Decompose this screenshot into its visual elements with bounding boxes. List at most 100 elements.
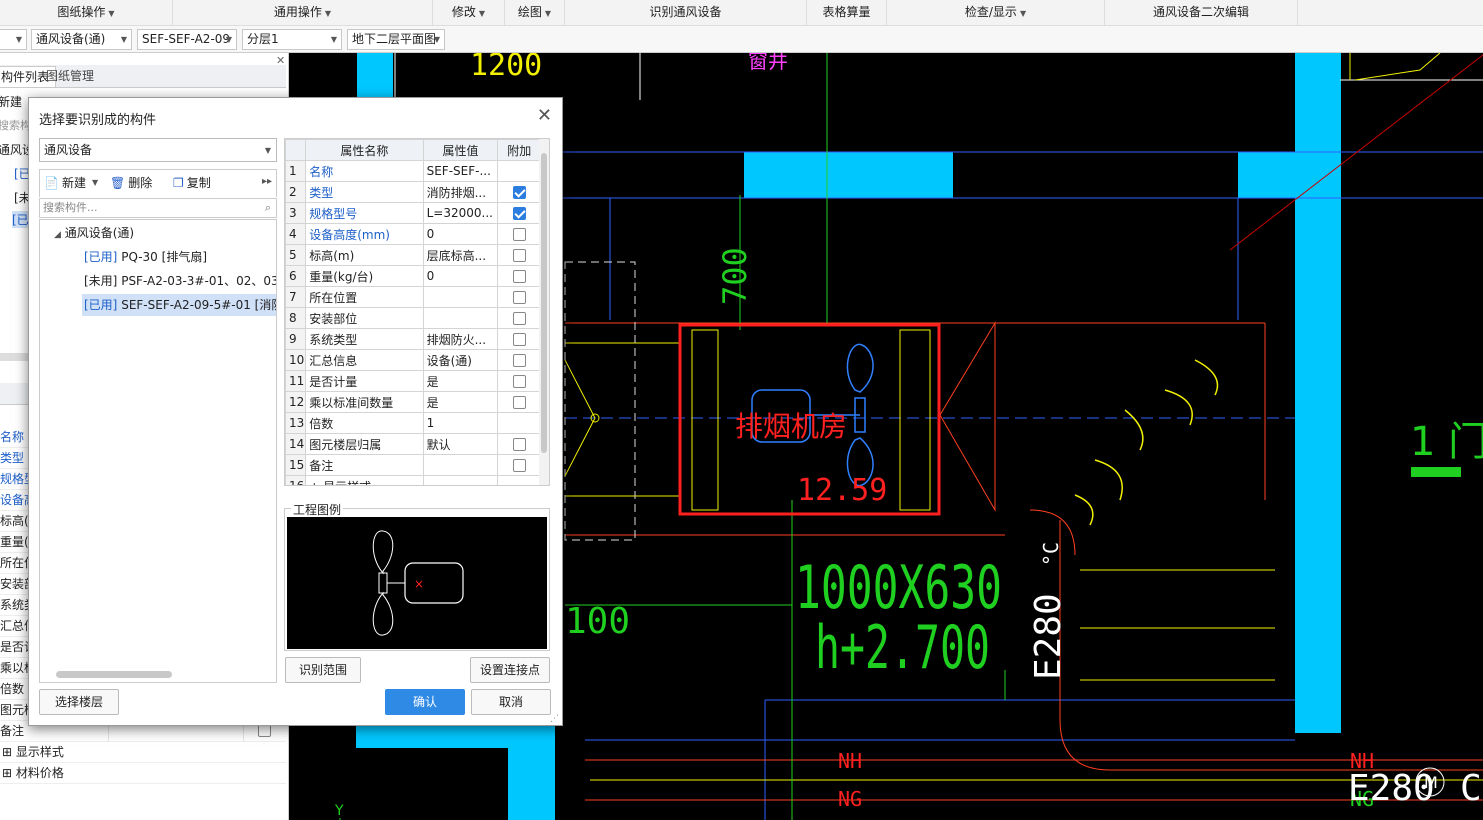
checkbox[interactable] — [512, 270, 526, 283]
property-value[interactable]: 设备(通) — [422, 349, 499, 371]
cancel-button[interactable]: 取消 — [471, 689, 551, 715]
property-value[interactable]: 是 — [422, 370, 499, 392]
toolbar-combo-0[interactable]: ▼ — [0, 29, 27, 50]
property-value[interactable]: 消防排烟... — [422, 181, 499, 203]
component-search-input[interactable]: 搜索构件...⌕ — [39, 198, 277, 218]
property-value[interactable]: SEF-SEF-... — [422, 160, 499, 182]
tree-item-selected[interactable]: [已用] SEF-SEF-A2-09-5#-01 [消防排 — [82, 294, 276, 316]
menu-vent-second-edit[interactable]: 通风设备二次编辑 — [1105, 0, 1298, 26]
checkbox[interactable] — [512, 228, 526, 241]
menu-check-display[interactable]: 检查/显示▼ — [887, 0, 1105, 26]
menu-table-calc[interactable]: 表格算量 — [807, 0, 887, 26]
left-tree-item[interactable]: [未 — [14, 191, 31, 205]
property-value[interactable]: 层底标高... — [422, 244, 499, 266]
property-value[interactable]: 默认 — [422, 433, 499, 455]
menu-common-ops[interactable]: 通用操作▼ — [173, 0, 433, 26]
menu-draw[interactable]: 绘图▼ — [505, 0, 565, 26]
layer-select[interactable]: 分层1▼ — [242, 29, 342, 50]
checkbox[interactable] — [512, 249, 526, 262]
property-value[interactable] — [422, 475, 499, 485]
property-value[interactable] — [422, 307, 499, 329]
vertical-scrollbar[interactable] — [541, 153, 547, 453]
identify-range-button[interactable]: 识别范围 — [285, 657, 361, 683]
confirm-button[interactable]: 确认 — [385, 689, 465, 715]
category-select[interactable]: 通风设备▼ — [39, 138, 277, 162]
tab-drawing-mgmt[interactable]: 图纸管理 — [40, 66, 100, 87]
duct-size-label: 1000X630 — [795, 553, 1002, 623]
left-new-label[interactable]: 新建 — [0, 95, 23, 109]
selected-equipment-box[interactable] — [678, 323, 941, 516]
new-button[interactable]: 📄新建▼ — [44, 170, 98, 196]
left-tree-root[interactable]: 通风设 — [0, 143, 35, 157]
property-value[interactable]: 0 — [422, 265, 499, 287]
red-line — [1059, 520, 1483, 771]
left-tree-item[interactable]: [已 — [14, 167, 31, 181]
checkbox[interactable] — [512, 354, 526, 367]
checkbox[interactable] — [512, 438, 526, 451]
property-value[interactable] — [422, 454, 499, 476]
checkbox[interactable] — [512, 459, 526, 472]
property-value[interactable]: 1 — [422, 412, 499, 434]
left-tab-strip — [0, 65, 286, 88]
button-label: 设置连接点 — [479, 663, 540, 677]
menu-drawing-ops[interactable]: 图纸操作▼ — [0, 0, 173, 26]
component-select[interactable]: SEF-SEF-A2-09▼ — [137, 29, 237, 50]
menu-modify[interactable]: 修改▼ — [433, 0, 505, 26]
cad-canvas[interactable]: 1200 窗井 700 排烟机房 12.59 1000X630 h+2.700 … — [290, 53, 1483, 820]
checkbox[interactable] — [512, 291, 526, 304]
checkbox[interactable] — [512, 396, 526, 409]
checkbox[interactable] — [512, 333, 526, 346]
more-icon[interactable]: ▸▸ — [261, 176, 272, 187]
checkbox-checked[interactable] — [512, 207, 526, 220]
component-type-select[interactable]: 通风设备(通)▼ — [31, 29, 132, 50]
tab-component-list[interactable]: 构件列表 — [0, 66, 57, 87]
expander-display-style[interactable]: ⊞ 显示样式 — [0, 742, 286, 763]
delete-button[interactable]: 🗑删除 — [110, 170, 152, 196]
set-connection-point-button[interactable]: 设置连接点 — [470, 657, 550, 683]
tree-root[interactable]: ◢ 通风设备(通) — [54, 222, 134, 244]
tree-item[interactable]: [已用] PQ-30 [排气扇] — [84, 246, 207, 268]
resize-grip-icon[interactable]: ⋰ — [550, 714, 559, 724]
property-value[interactable] — [422, 286, 499, 308]
left-prop-row[interactable]: 备注 — [0, 721, 286, 742]
yellow-line — [691, 329, 719, 511]
table-row[interactable]: 16+ 显示样式 — [285, 475, 541, 485]
copy-button[interactable]: ❐复制 — [173, 170, 211, 196]
property-value[interactable]: 排烟防火... — [422, 328, 499, 350]
property-value[interactable]: L=32000... — [422, 202, 499, 224]
checkbox-checked[interactable] — [512, 186, 526, 199]
left-tree-item[interactable]: [已 — [12, 211, 29, 228]
close-icon[interactable]: ✕ — [276, 54, 286, 67]
drawing-select[interactable]: 地下二层平面图▼ — [347, 29, 445, 50]
menu-identify-vent[interactable]: 识别通风设备 — [565, 0, 807, 26]
nh-label: NH — [1350, 749, 1374, 773]
property-value[interactable]: 是 — [422, 391, 499, 413]
dim-text: 1200 — [470, 53, 542, 83]
checkbox[interactable] — [512, 375, 526, 388]
property-value[interactable]: 0 — [422, 223, 499, 245]
tree-item[interactable]: [未用] PSF-A2-03-3#-01、02、03 [排 — [84, 270, 276, 292]
expander-material-price[interactable]: ⊞ 材料价格 — [0, 763, 286, 784]
button-label: 删除 — [128, 176, 153, 190]
horizontal-scrollbar[interactable] — [56, 671, 172, 678]
checkbox[interactable] — [512, 312, 526, 325]
close-icon[interactable]: ✕ — [536, 105, 552, 126]
legend-title: 工程图例 — [291, 501, 344, 518]
select-floor-button[interactable]: 选择楼层 — [39, 689, 119, 715]
